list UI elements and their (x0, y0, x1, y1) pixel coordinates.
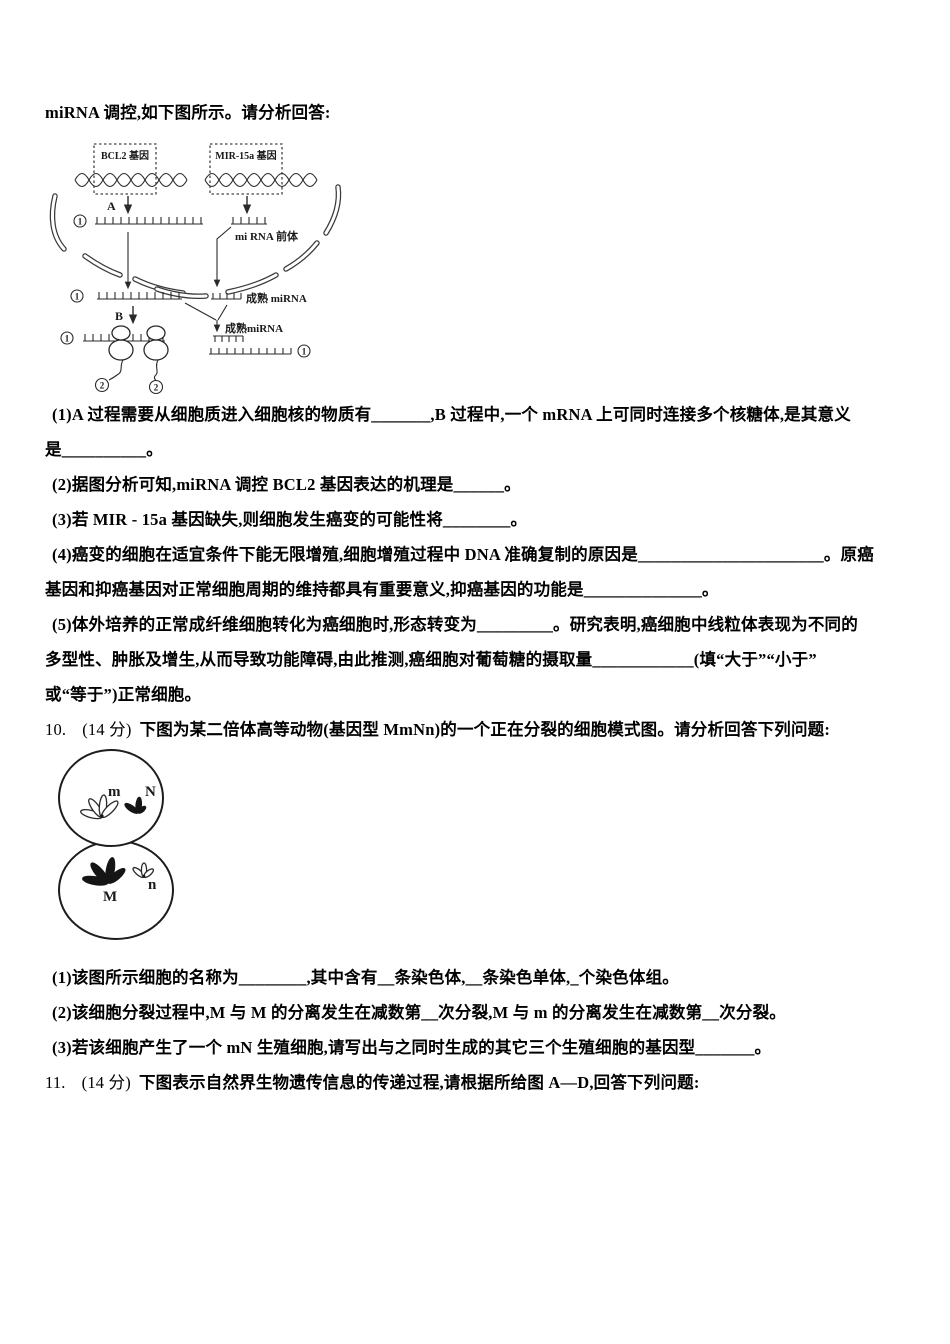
q10-sub3: (3)若该细胞产生了一个 mN 生殖细胞,请写出与之同时生成的其它三个生殖细胞的… (52, 1038, 772, 1057)
cytoplasmic-mrna: 1 (70, 289, 182, 303)
nuclear-envelope (49, 184, 342, 299)
mirna-precursor-strand (231, 217, 267, 225)
mir15a-dna-helix (204, 172, 318, 188)
polypeptide-chain (108, 359, 124, 381)
nuclear-mrna: 1 (73, 214, 203, 228)
q9-sub1-line2: 是__________。 (45, 440, 163, 459)
q9-sub4-line2: 基因和抑癌基因对正常细胞周期的维持都具有重要意义,抑癌基因的功能是_______… (45, 580, 719, 599)
q9-figure: BCL2 基因 MIR-15a 基因 A 1 mi RNA 前体 (45, 130, 908, 397)
q10-stem-text: 下图为某二倍体高等动物(基因型 MmNn)的一个正在分裂的细胞模式图。请分析回答… (139, 720, 831, 739)
q11-stem-line: 11. (14 分) 下图表示自然界生物遗传信息的传递过程,请根据所给图 A—D,回… (45, 1065, 908, 1100)
ribosome-small-subunit (146, 325, 166, 341)
mirna-precursor-label: mi RNA 前体 (235, 229, 299, 243)
bcl2-dna-helix (74, 172, 188, 188)
chromosome-m-label: m (108, 784, 121, 800)
q10-figure: m N M n (45, 747, 908, 960)
svg-text:1: 1 (75, 292, 80, 302)
q11-number: 11. (45, 1073, 66, 1092)
mature-mirna-strand (211, 293, 242, 300)
q10-sub2: (2)该细胞分裂过程中,M 与 M 的分离发生在减数第__次分裂,M 与 m 的… (52, 1003, 787, 1022)
q11-score: (14 分) (81, 1073, 131, 1092)
process-a-label: A (107, 199, 116, 213)
chromosome-N (124, 796, 147, 814)
chromosome-N-label: N (145, 784, 156, 800)
polypeptide-chain (153, 359, 159, 382)
q9-sub5-line3: 或“等于”)正常细胞。 (45, 685, 202, 704)
q9-sub5-line2: 多型性、肿胀及增生,从而导致功能障碍,由此推测,癌细胞对葡萄糖的摄取量_____… (45, 650, 817, 669)
exam-page: miRNA 调控,如下图所示。请分析回答: BCL2 基因 MIR-15a 基因 (45, 103, 908, 1100)
svg-text:1: 1 (65, 334, 70, 344)
mirna-export-arrow (213, 226, 232, 288)
chromosome-n (132, 862, 155, 879)
bcl2-gene-label: BCL2 基因 (101, 149, 149, 162)
mirna-mrna-duplex: 1 (209, 335, 311, 358)
chromosome-M (82, 857, 126, 886)
mir15a-gene-box (209, 143, 283, 195)
bcl2-gene-box (93, 143, 157, 195)
mirna-regulation-diagram: BCL2 基因 MIR-15a 基因 A 1 mi RNA 前体 (49, 143, 342, 395)
svg-text:2: 2 (100, 381, 105, 391)
ribosome-small-subunit (111, 325, 131, 341)
process-b-label: B (115, 309, 123, 323)
q9-sub4-line1: (4)癌变的细胞在适宜条件下能无限增殖,细胞增殖过程中 DNA 准确复制的原因是… (52, 545, 874, 564)
q9-intro-line: miRNA 调控,如下图所示。请分析回答: (45, 103, 331, 122)
mirna-mrna-binding-arrow (184, 302, 228, 333)
chromosome-m (80, 794, 119, 820)
q9-sub1-line1: (1)A 过程需要从细胞质进入细胞核的物质有_______,B 过程中,一个 m… (52, 405, 851, 424)
mature-mirna-bound-label: 成熟miRNA (225, 321, 283, 335)
q10-stem-line: 10. (14 分) 下图为某二倍体高等动物(基因型 MmNn)的一个正在分裂的细胞… (45, 712, 908, 747)
cell-outline (58, 749, 174, 940)
mir15a-gene-label: MIR-15a 基因 (215, 149, 276, 162)
q9-sub3: (3)若 MIR - 15a 基因缺失,则细胞发生癌变的可能性将________… (52, 510, 528, 529)
q10-score: (14 分) (82, 720, 132, 739)
mature-mirna-label: 成熟 miRNA (246, 291, 307, 305)
polysome: 1 2 2 (60, 325, 169, 395)
q11-stem-text: 下图表示自然界生物遗传信息的传递过程,请根据所给图 A—D,回答下列问题: (138, 1073, 700, 1092)
cell-division-diagram: m N M n (58, 749, 174, 940)
chromosome-M-label: M (103, 889, 117, 905)
ribosome-large-subunit (143, 339, 169, 361)
svg-text:1: 1 (78, 217, 83, 227)
q9-sub2: (2)据图分析可知,miRNA 调控 BCL2 基因表达的机理是______。 (52, 475, 521, 494)
ribosome-large-subunit (108, 339, 134, 361)
svg-text:1: 1 (302, 347, 307, 357)
chromosome-n-label: n (148, 877, 157, 893)
svg-text:2: 2 (154, 383, 159, 393)
q10-sub1: (1)该图所示细胞的名称为________,其中含有__条染色体,__条染色单体… (52, 968, 679, 987)
q10-number: 10. (45, 720, 67, 739)
q9-sub5-line1: (5)体外培养的正常成纤维细胞转化为癌细胞时,形态转变为_________。研究… (52, 615, 858, 634)
